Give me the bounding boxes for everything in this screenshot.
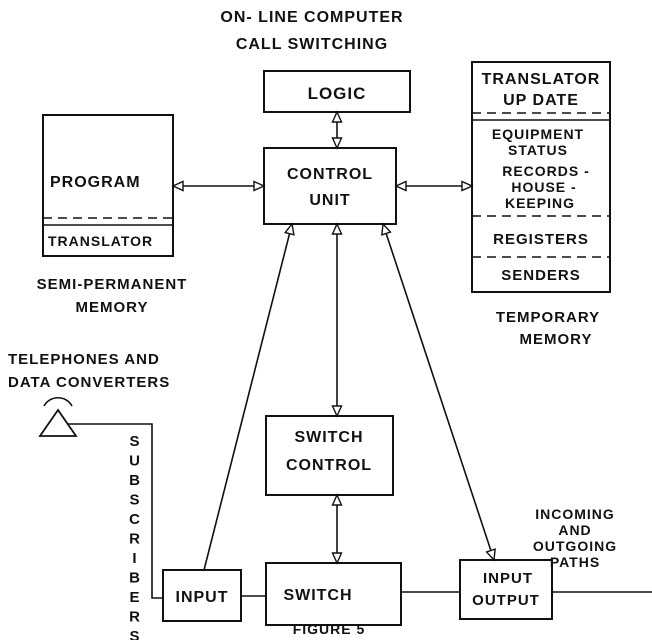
translator-update-label-2: UP DATE: [503, 92, 579, 109]
connector-lines: [171, 110, 496, 571]
arrowhead: [253, 180, 266, 192]
arrowhead: [331, 110, 343, 123]
title-line-1: ON- LINE COMPUTER: [220, 9, 403, 26]
input-output-label-1: INPUT: [483, 570, 533, 587]
telephones-label-2: DATA CONVERTERS: [8, 374, 170, 391]
subscribers-letter: R: [129, 531, 141, 548]
paths-label-3: OUTGOING: [533, 538, 617, 554]
temporary-memory-box: [471, 61, 611, 293]
semi-permanent-memory-label-1: SEMI-PERMANENT: [37, 276, 188, 293]
switch-box: [265, 562, 402, 626]
arrowhead: [331, 222, 343, 235]
temporary-memory-label-1: TEMPORARY: [496, 309, 600, 326]
arrowhead: [283, 222, 295, 236]
equipment-status-label-1: EQUIPMENT: [492, 126, 584, 142]
arrowhead: [485, 548, 496, 562]
arrowhead: [461, 180, 474, 192]
arrowhead: [171, 180, 184, 192]
semi-permanent-memory-box: [42, 114, 174, 257]
paths-label-2: AND: [558, 522, 591, 538]
subscribers-letter: S: [129, 628, 140, 640]
logic-label: LOGIC: [308, 84, 367, 103]
arrowhead: [331, 493, 343, 506]
paths-label-1: INCOMING: [535, 506, 615, 522]
subscribers-letter: R: [129, 609, 141, 626]
arrowhead: [331, 137, 343, 150]
switch-label: SWITCH: [283, 587, 352, 604]
switch-control-label-2: CONTROL: [286, 457, 372, 474]
control-unit-label-line-1: CONTROL: [287, 166, 373, 183]
subscribers-letter: B: [129, 472, 141, 489]
arrowhead: [381, 222, 392, 236]
arrowhead: [394, 180, 407, 192]
input-output-label-2: OUTPUT: [472, 592, 540, 609]
registers-label: REGISTERS: [493, 231, 589, 248]
control-io-connector: [382, 223, 495, 561]
subscribers-letter: S: [129, 433, 140, 450]
telephone-symbol-arc: [43, 397, 73, 407]
translator-label: TRANSLATOR: [48, 233, 153, 249]
switch-control-label-1: SWITCH: [294, 429, 363, 446]
records-label-3: KEEPING: [505, 195, 575, 211]
switch-control-box: [265, 415, 394, 496]
semi-permanent-memory-label-2: MEMORY: [76, 299, 149, 316]
figure-caption: FIGURE 5: [293, 621, 366, 637]
equipment-status-label-2: STATUS: [508, 142, 568, 158]
logic-box: [263, 70, 411, 113]
subscribers-letter: U: [129, 453, 141, 470]
subscribers-letter: B: [129, 570, 141, 587]
subscribers-letter: I: [132, 550, 137, 567]
input-output-box: [459, 559, 553, 620]
temporary-memory-label-2: MEMORY: [520, 331, 593, 348]
arrowhead: [331, 552, 343, 565]
subscribers-letter: E: [129, 589, 140, 606]
telephone-symbol-triangle: [38, 408, 78, 437]
input-control-connector: [203, 223, 293, 571]
subscriber-line: [67, 423, 163, 599]
records-label-1: RECORDS -: [502, 163, 590, 179]
control-unit-box: [263, 147, 397, 225]
translator-update-label-1: TRANSLATOR: [482, 71, 601, 88]
telephones-label-1: TELEPHONES AND: [8, 351, 160, 368]
paths-label-4: PATHS: [550, 554, 600, 570]
subscribers-letter: C: [129, 511, 141, 528]
records-label-2: HOUSE -: [511, 179, 576, 195]
arrowhead: [331, 405, 343, 418]
subscribers-letter: S: [129, 492, 140, 509]
program-label: PROGRAM: [50, 174, 141, 191]
senders-label: SENDERS: [501, 267, 581, 284]
input-label: INPUT: [176, 589, 229, 606]
control-unit-label-line-2: UNIT: [309, 192, 350, 209]
title-line-2: CALL SWITCHING: [236, 36, 388, 53]
